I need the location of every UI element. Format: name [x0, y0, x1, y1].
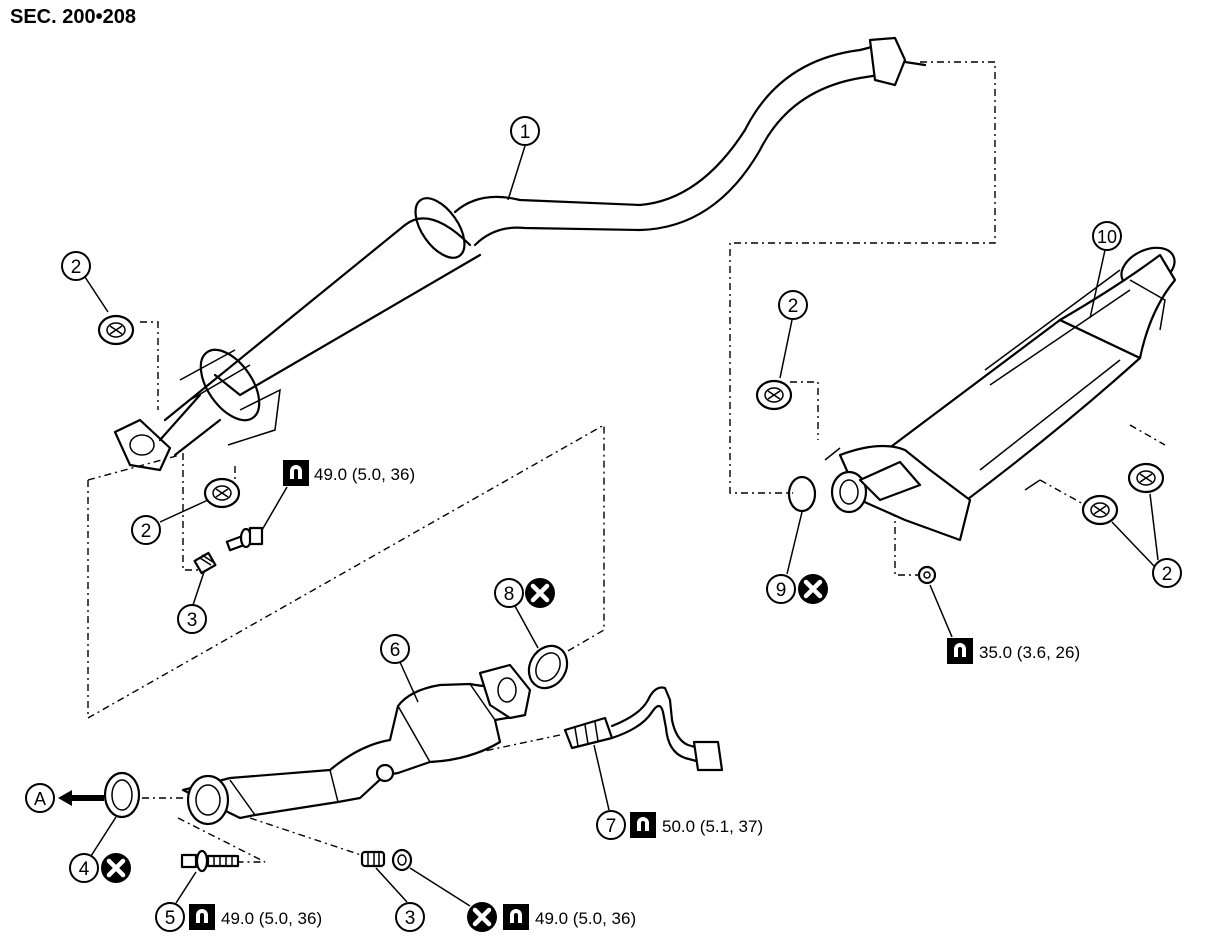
insulator-mount-right-a: [1081, 494, 1119, 526]
torque-wrench-icon: [503, 904, 529, 930]
svg-text:3: 3: [187, 610, 198, 631]
svg-text:7: 7: [606, 816, 617, 837]
insulator-mount-right-b: [1127, 462, 1165, 494]
seal-ring-4: [103, 771, 141, 819]
callout-2-upper-left: 2: [61, 251, 109, 313]
main-muffler: [824, 246, 1177, 542]
arrow-left-icon: [58, 790, 104, 806]
torque-spec-upper-bolt: 49.0 (5.0, 36): [261, 460, 415, 531]
callout-6: 6: [380, 634, 419, 703]
torque-wrench-icon: [283, 460, 309, 486]
torque-spec-center-nut: 35.0 (3.6, 26): [929, 584, 1080, 664]
do-not-reuse-icon: [525, 578, 555, 608]
svg-text:2: 2: [1162, 564, 1173, 585]
bolt-and-washer-upper: [225, 526, 264, 552]
svg-text:49.0 (5.0, 36): 49.0 (5.0, 36): [535, 909, 636, 928]
seal-ring-8: [527, 644, 569, 690]
bolt-and-washer-lower: [180, 849, 240, 873]
stud-bolt-upper: [193, 551, 217, 575]
insulator-mount-right-upper: [755, 379, 793, 411]
callout-2-right-lower: 2: [1111, 493, 1182, 588]
stud-bolt-lower: [360, 850, 386, 868]
svg-text:2: 2: [141, 521, 152, 542]
svg-text:5: 5: [165, 908, 176, 929]
svg-text:6: 6: [390, 640, 401, 661]
nut-lower: [391, 848, 413, 872]
callout-A: A: [25, 783, 55, 813]
callout-3-lower: 3: [375, 867, 425, 932]
insulator-mount-lower-left: [203, 477, 241, 509]
heated-oxygen-sensor: [563, 686, 724, 772]
svg-text:35.0 (3.6, 26): 35.0 (3.6, 26): [979, 643, 1080, 662]
svg-text:1: 1: [520, 122, 531, 143]
torque-spec-nut-lower: 49.0 (5.0, 36): [409, 867, 636, 930]
callout-2-right-upper: 2: [778, 290, 808, 379]
callout-3-upper: 3: [177, 571, 207, 634]
three-way-catalyst: [181, 663, 532, 826]
svg-text:2: 2: [788, 296, 799, 317]
svg-text:8: 8: [504, 584, 515, 605]
do-not-reuse-icon: [101, 853, 131, 883]
torque-wrench-icon: [947, 638, 973, 664]
insulator-mount-upper-left: [97, 314, 135, 346]
section-title: SEC. 200•208: [10, 6, 136, 28]
center-pipe: [113, 36, 927, 472]
svg-text:50.0 (5.1, 37): 50.0 (5.1, 37): [662, 817, 763, 836]
svg-text:3: 3: [405, 908, 416, 929]
callout-8: 8: [494, 578, 539, 649]
callout-7: 7: [593, 744, 626, 840]
callout-10: 10: [1089, 221, 1122, 319]
callout-5: 5: [155, 871, 197, 932]
torque-spec-bolt-5: 49.0 (5.0, 36): [189, 904, 322, 930]
svg-text:2: 2: [71, 257, 82, 278]
svg-text:A: A: [34, 789, 46, 809]
callout-9: 9: [766, 511, 803, 604]
gasket-9: [787, 475, 817, 513]
svg-text:49.0 (5.0, 36): 49.0 (5.0, 36): [314, 465, 415, 484]
torque-wrench-icon: [630, 812, 656, 838]
callout-1: 1: [507, 116, 540, 201]
do-not-reuse-icon: [467, 902, 497, 932]
svg-text:10: 10: [1097, 227, 1117, 247]
svg-text:49.0 (5.0, 36): 49.0 (5.0, 36): [221, 909, 322, 928]
nut-center-muffler: [917, 565, 937, 585]
torque-spec-sensor: 50.0 (5.1, 37): [630, 812, 763, 838]
svg-text:4: 4: [79, 859, 90, 880]
svg-text:9: 9: [776, 580, 787, 601]
callout-2-lower-left: 2: [131, 499, 209, 545]
torque-wrench-icon: [189, 904, 215, 930]
callout-4: 4: [69, 816, 117, 883]
do-not-reuse-icon: [798, 574, 828, 604]
